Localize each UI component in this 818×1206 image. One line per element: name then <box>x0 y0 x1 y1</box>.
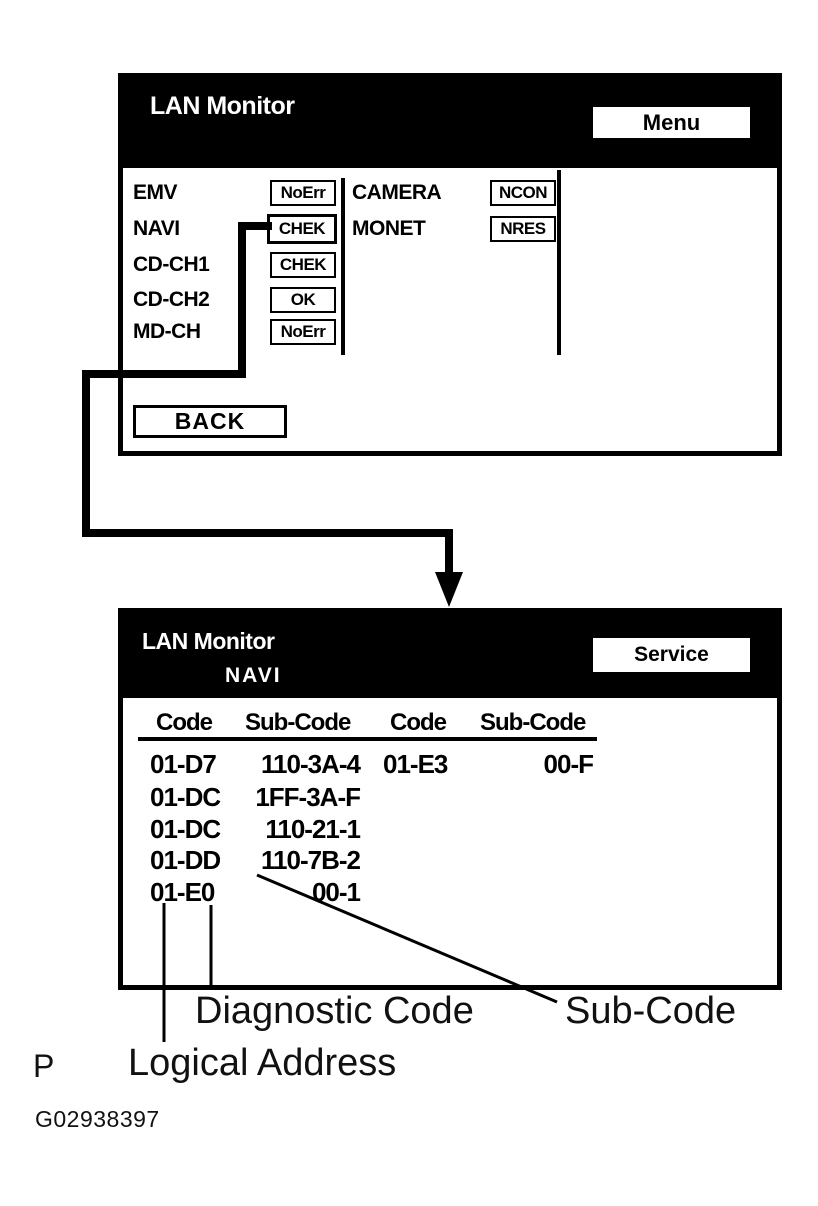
code-cell: 01-DC <box>150 814 221 844</box>
logical-address-label: Logical Address <box>128 1042 397 1084</box>
table-row: 01-E0 00-1 <box>123 877 623 907</box>
sub-code-label: Sub-Code <box>565 990 737 1032</box>
device-row-monet: MONET NRES <box>352 216 567 242</box>
device-row-md-ch: MD-CH NoErr <box>133 319 348 345</box>
subcode-cell: 110-7B-2 <box>261 845 361 875</box>
status-badge-emv[interactable]: NoErr <box>270 180 336 206</box>
device-row-emv: EMV NoErr <box>133 180 348 206</box>
col-header-subcode-1: Sub-Code <box>245 709 351 736</box>
service-button[interactable]: Service <box>593 638 750 672</box>
subcode-cell: 1FF-3A-F <box>255 782 361 812</box>
screen2-title: LAN Monitor <box>142 628 275 654</box>
device-row-camera: CAMERA NCON <box>352 180 567 206</box>
lan-monitor-navi-detail-screen: LAN Monitor NAVI Service Code Sub-Code C… <box>118 608 782 990</box>
device-label: MD-CH <box>133 320 201 343</box>
col-header-code-1: Code <box>156 709 213 736</box>
screen2-subtitle: NAVI <box>225 664 282 687</box>
subcode-cell: 110-21-1 <box>265 814 361 844</box>
table-row: 01-DD 110-7B-2 <box>123 845 623 875</box>
device-row-cd-ch1: CD-CH1 CHEK <box>133 252 348 278</box>
flow-arrowhead-icon <box>435 572 463 607</box>
column-divider-right <box>557 170 561 355</box>
table-row: 01-D7 110-3A-4 01-E3 00-F <box>123 749 623 779</box>
status-badge-camera[interactable]: NCON <box>490 180 556 206</box>
device-label: NAVI <box>133 217 180 240</box>
device-label: MONET <box>352 217 426 240</box>
code-cell: 01-DC <box>150 782 221 812</box>
figure-id: G02938397 <box>35 1106 160 1132</box>
device-row-cd-ch2: CD-CH2 OK <box>133 287 348 313</box>
status-badge-navi[interactable]: CHEK <box>267 214 337 244</box>
screen1-header: LAN Monitor Menu <box>123 78 777 168</box>
code-cell: 01-D7 <box>150 749 217 779</box>
col-header-code-2: Code <box>390 709 447 736</box>
device-label: CD-CH2 <box>133 288 210 311</box>
subcode-cell: 110-3A-4 <box>261 749 361 779</box>
table-row: 01-DC 110-21-1 <box>123 814 623 844</box>
subcode-cell: 00-1 <box>311 877 361 907</box>
table-header-rule <box>138 737 597 741</box>
device-label: CAMERA <box>352 181 442 204</box>
table-row: 01-DC 1FF-3A-F <box>123 782 623 812</box>
page-marker: P <box>33 1048 55 1084</box>
status-badge-cd-ch1[interactable]: CHEK <box>270 252 336 278</box>
subcode-cell: 00-F <box>543 749 594 779</box>
status-badge-cd-ch2[interactable]: OK <box>270 287 336 313</box>
lan-monitor-overview-screen: LAN Monitor Menu EMV NoErr NAVI CHEK CD-… <box>118 73 782 456</box>
diagnostic-code-label: Diagnostic Code <box>195 990 474 1032</box>
screen1-title: LAN Monitor <box>150 92 295 120</box>
col-header-subcode-2: Sub-Code <box>480 709 586 736</box>
code-cell: 01-DD <box>150 845 221 875</box>
device-row-navi: NAVI CHEK <box>133 214 348 244</box>
back-button[interactable]: BACK <box>133 405 287 438</box>
code-cell: 01-E3 <box>383 749 448 779</box>
code-cell: 01-E0 <box>150 877 215 907</box>
column-divider-left <box>341 178 345 355</box>
screen2-header: LAN Monitor NAVI Service <box>123 613 777 698</box>
device-label: EMV <box>133 181 178 204</box>
device-label: CD-CH1 <box>133 253 210 276</box>
status-badge-monet[interactable]: NRES <box>490 216 556 242</box>
status-badge-md-ch[interactable]: NoErr <box>270 319 336 345</box>
menu-button[interactable]: Menu <box>593 107 750 138</box>
